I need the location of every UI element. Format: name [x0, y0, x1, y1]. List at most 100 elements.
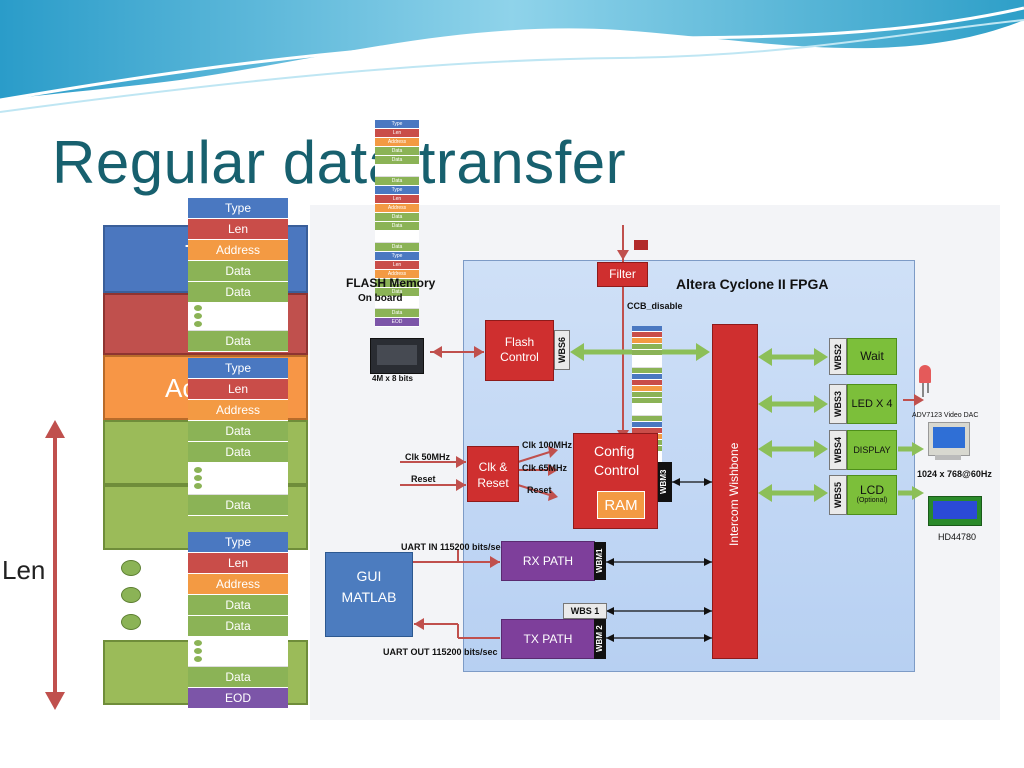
- flash-memory-sublabel: On board: [358, 293, 403, 304]
- ellipsis-dot: [121, 587, 141, 603]
- gui-matlab-block: GUI MATLAB: [325, 552, 413, 637]
- wbs4-tag: WBS4: [829, 430, 847, 470]
- mini-packet-stack: Type Len Address Data Data Data Type Len…: [375, 120, 419, 327]
- hd44780-label: HD44780: [938, 532, 977, 542]
- display-block: DISPLAY: [847, 430, 897, 470]
- uart-in-label: UART IN 115200 bits/sec: [401, 542, 506, 552]
- mini-cell: EOD: [375, 318, 419, 327]
- cell-address: Address: [188, 400, 288, 421]
- cell-data: Data: [188, 261, 288, 282]
- config-control-label: Config Control: [594, 443, 640, 478]
- mini-cell: Data: [375, 156, 419, 165]
- cell-type: Type: [188, 532, 288, 553]
- cell-address: Address: [188, 574, 288, 595]
- tiny-cell: [632, 422, 662, 428]
- mini-cell-gap: [375, 165, 419, 177]
- mini-cell: Data: [375, 288, 419, 297]
- mini-cell: Len: [375, 129, 419, 138]
- cell-eod: EOD: [188, 688, 288, 709]
- wbm1-tag: WBM1: [594, 542, 606, 580]
- gui-matlab-label: GUI MATLAB: [341, 568, 397, 605]
- fpga-label: Altera Cyclone II FPGA: [676, 276, 829, 292]
- tiny-cell: [632, 404, 662, 416]
- cell-address: Address: [188, 240, 288, 261]
- led-block: LED X 4: [847, 384, 897, 424]
- lcd-sublabel: (Optional): [856, 497, 888, 504]
- led-leg-icon: [927, 383, 929, 393]
- cell-len: Len: [188, 553, 288, 574]
- tiny-cell: [632, 332, 662, 338]
- tiny-cell: [632, 374, 662, 380]
- cell-gap: [188, 637, 288, 667]
- mini-cell: Data: [375, 279, 419, 288]
- cell-len: Len: [188, 379, 288, 400]
- ellipsis-dot: [121, 614, 141, 630]
- resolution-label: 1024 x 768@60Hz: [917, 469, 992, 479]
- clk65-label: Clk 65MHz: [522, 463, 568, 473]
- tx-path-block: TX PATH: [501, 619, 595, 659]
- filter-block: Filter: [597, 262, 648, 287]
- cell-data: Data: [188, 331, 288, 352]
- cell-data: Data: [188, 282, 288, 303]
- reset-out-label: Reset: [527, 485, 552, 495]
- cell-len: Len: [188, 219, 288, 240]
- tiny-cell: [632, 380, 662, 386]
- cell-data: Data: [188, 616, 288, 637]
- mini-cell: Address: [375, 138, 419, 147]
- mini-cell: Len: [375, 261, 419, 270]
- tiny-cell: [632, 386, 662, 392]
- len-label: Len: [2, 555, 46, 585]
- mini-cell: Len: [375, 195, 419, 204]
- tiny-cell: [632, 338, 662, 344]
- slide-title: Regular data transfer: [52, 129, 627, 196]
- flash-chip-icon: [370, 338, 424, 374]
- mini-cell: Address: [375, 204, 419, 213]
- lcd-block: LCD (Optional): [847, 475, 897, 515]
- mini-cell: Address: [375, 270, 419, 279]
- packet-stack-2: Type Len Address Data Data Data: [188, 358, 288, 516]
- intercom-wishbone-label: Intercom Wishbone: [727, 442, 741, 546]
- wbs3-tag: WBS3: [829, 384, 847, 424]
- clk100-label: Clk 100MHz: [522, 440, 573, 450]
- adv-label: ADV7123 Video DAC: [912, 412, 979, 419]
- wbs1-tag: WBS 1: [563, 603, 607, 619]
- mini-cell: Type: [375, 186, 419, 195]
- uart-out-label: UART OUT 115200 bits/sec: [383, 647, 498, 657]
- intercom-wishbone-bus: [712, 324, 758, 659]
- tiny-cell: [632, 350, 662, 356]
- reset-in-label: Reset: [411, 474, 436, 484]
- mini-cell-gap: [375, 231, 419, 243]
- cell-type: Type: [188, 198, 288, 219]
- packet-stack-1: Type Len Address Data Data Data: [188, 198, 288, 352]
- tiny-cell: [632, 368, 662, 374]
- cell-data: Data: [188, 421, 288, 442]
- tiny-cell: [632, 416, 662, 422]
- flash-memory-label: FLASH Memory: [346, 276, 436, 290]
- clk-reset-label: Clk & Reset: [477, 460, 509, 490]
- wait-block: Wait: [847, 338, 897, 375]
- wbm2-tag: WBM 2: [594, 619, 606, 659]
- len-arrow: [45, 420, 65, 710]
- ram-block: RAM: [597, 491, 645, 519]
- cell-data: Data: [188, 595, 288, 616]
- wbm3-tag: WBM3: [658, 462, 672, 502]
- tiny-cell: [632, 356, 662, 368]
- mini-cell: Data: [375, 222, 419, 231]
- led-leg-icon: [922, 383, 924, 397]
- tiny-cell: [632, 392, 662, 398]
- mini-cell-gap: [375, 297, 419, 309]
- lcd-icon: [928, 496, 982, 526]
- cell-gap: [188, 463, 288, 495]
- ccb-disable-label: CCB_disable: [627, 301, 683, 311]
- clk-reset-block: Clk & Reset: [467, 446, 519, 502]
- wbs6-tag: WBS6: [554, 330, 570, 370]
- flash-control-block: Flash Control: [485, 320, 554, 381]
- mini-cell: Type: [375, 120, 419, 129]
- monitor-icon: [928, 422, 970, 456]
- mini-cell: Data: [375, 309, 419, 318]
- cell-gap: [188, 303, 288, 331]
- packet-stack-3: Type Len Address Data Data Data EOD: [188, 532, 288, 709]
- mini-cell: Data: [375, 213, 419, 222]
- tiny-cell: [632, 326, 662, 332]
- wbs5-tag: WBS5: [829, 475, 847, 515]
